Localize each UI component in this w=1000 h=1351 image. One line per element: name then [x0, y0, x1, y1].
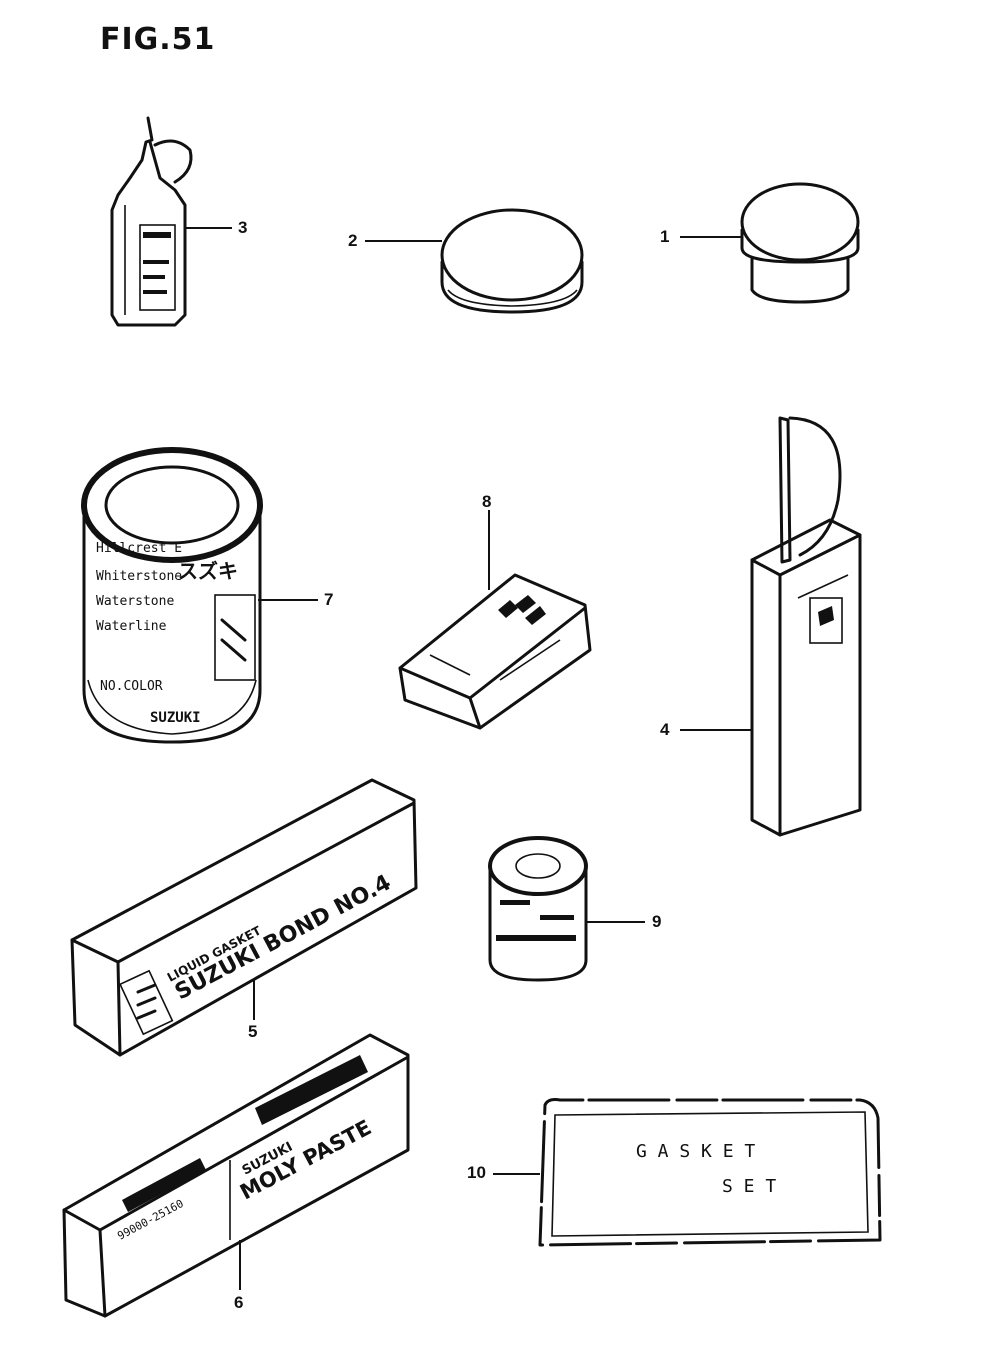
callout-4: 4 [660, 720, 670, 739]
moly-paste-box-illustration: SUZUKI MOLY PASTE 99000-25160 [62, 1033, 410, 1318]
bond-line2-text: SUZUKI BOND NO.4 [171, 870, 395, 1005]
svg-text:SUZUKI: SUZUKI [150, 710, 201, 726]
gasket-line2-text: S E T [722, 1176, 776, 1197]
paint-can-illustration: Hillcrest E Whiterstone Waterstone Water… [81, 447, 318, 744]
svg-text:NO.COLOR: NO.COLOR [100, 679, 163, 694]
svg-text:Hillcrest E: Hillcrest E [96, 541, 182, 556]
small-jar-illustration [680, 182, 860, 304]
can-label-text: スズキ [178, 559, 238, 583]
small-tin-illustration [488, 836, 645, 982]
callout-6: 6 [234, 1293, 244, 1312]
svg-text:Waterline: Waterline [96, 619, 167, 634]
callout-8: 8 [482, 492, 492, 511]
figure-title: FIG.51 [100, 22, 216, 57]
callout-3: 3 [238, 218, 248, 237]
oil-bottle-illustration [110, 116, 232, 327]
oiler-can-illustration [680, 416, 862, 837]
callout-9: 9 [652, 912, 662, 931]
flat-tin-illustration [365, 208, 584, 314]
callout-1: 1 [660, 227, 670, 246]
callout-2: 2 [348, 231, 358, 250]
gasket-set-illustration: G A S K E T S E T [493, 1098, 882, 1247]
callout-10: 10 [467, 1163, 486, 1182]
callout-5: 5 [248, 1022, 258, 1041]
callout-7: 7 [324, 590, 334, 609]
bond-block-illustration [398, 510, 592, 730]
gasket-line1-text: G A S K E T [636, 1141, 755, 1162]
svg-text:Waterstone: Waterstone [96, 594, 174, 609]
bond-box-illustration: LIQUID GASKET SUZUKI BOND NO.4 [70, 778, 418, 1057]
svg-text:Whiterstone: Whiterstone [96, 569, 182, 584]
